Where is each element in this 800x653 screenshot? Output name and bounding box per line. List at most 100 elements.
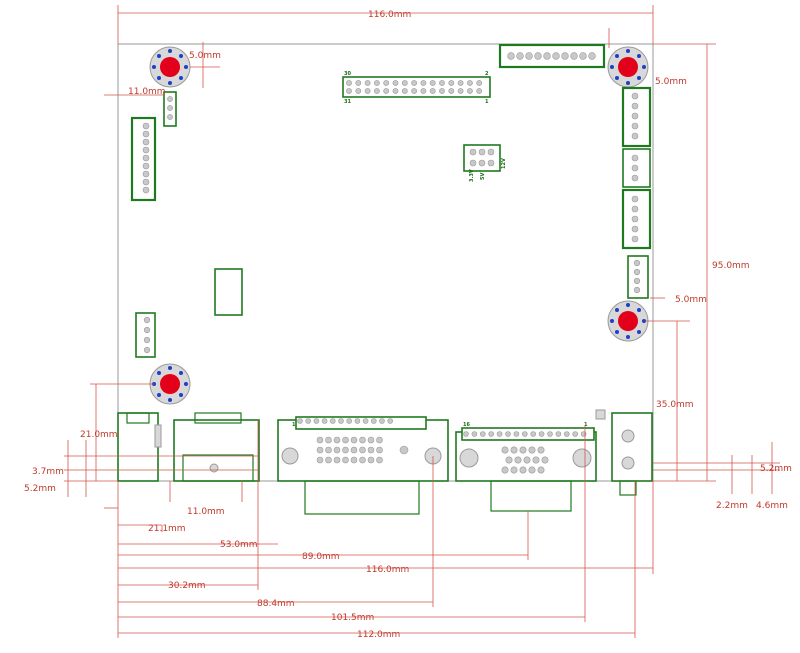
pin	[563, 431, 570, 437]
top-connector	[498, 43, 606, 69]
pin	[342, 446, 349, 454]
dim-top-width: 116.0mm	[368, 10, 411, 20]
pin	[376, 436, 383, 444]
pin	[439, 80, 445, 86]
pin	[329, 418, 336, 424]
pin	[342, 456, 349, 464]
jumper-label-5v: 5V	[480, 173, 486, 180]
pin	[376, 446, 383, 454]
mounting-hole-bottom-left	[149, 363, 191, 405]
jumper-label-3v3: 3.3V	[469, 169, 475, 182]
pin	[572, 431, 579, 437]
pin	[523, 456, 531, 464]
pin	[342, 436, 349, 444]
pin	[387, 418, 394, 424]
pin	[528, 466, 536, 474]
pin	[325, 436, 332, 444]
right-connector-2	[622, 148, 651, 188]
dim-b6: 88.4mm	[257, 599, 295, 609]
pin	[313, 418, 320, 424]
vga-pin-label-1: 1	[584, 422, 588, 428]
pin	[479, 431, 486, 437]
pin	[333, 446, 341, 454]
pin	[448, 80, 455, 86]
pin	[519, 446, 527, 454]
pin	[448, 88, 455, 94]
dvi-pin-label: 1	[292, 422, 296, 428]
pin	[346, 80, 352, 86]
pin	[457, 80, 464, 86]
pin	[367, 446, 375, 454]
pin	[496, 431, 503, 437]
pin	[401, 80, 408, 86]
pin	[316, 436, 324, 444]
pin	[367, 456, 375, 464]
pin	[333, 436, 341, 444]
pin	[530, 431, 537, 437]
pin	[505, 456, 513, 464]
pin	[510, 466, 518, 474]
pin	[316, 446, 324, 454]
vga-pin-label-16: 16	[463, 422, 470, 428]
pin	[547, 431, 553, 437]
pin	[401, 88, 408, 94]
dim-left-small-a: 3.7mm	[32, 467, 64, 477]
header-label-31: 31	[344, 99, 351, 105]
pin	[354, 418, 361, 424]
pin	[376, 456, 383, 464]
mid-left-component	[214, 268, 243, 316]
header-label-2: 2	[485, 71, 489, 77]
pin	[411, 88, 417, 94]
pin	[476, 80, 483, 86]
pin	[429, 88, 436, 94]
pin	[466, 80, 473, 86]
pin	[316, 456, 324, 464]
dim-right-small-a: 5.2mm	[760, 464, 792, 474]
pin	[350, 446, 358, 454]
pin	[541, 456, 549, 464]
right-connector-4	[627, 255, 649, 299]
dim-right-hole: 5.0mm	[675, 295, 707, 305]
vga-connector: 16 1	[455, 422, 597, 512]
dim-right-lower-height: 35.0mm	[656, 400, 694, 410]
dim-b2: 53.0mm	[220, 540, 258, 550]
dim-bottom-small-a: 2.2mm	[716, 501, 748, 511]
pin	[383, 80, 390, 86]
header-label-30: 30	[344, 71, 351, 77]
dim-top-left-hole: 5.0mm	[189, 51, 221, 61]
dim-right-height: 95.0mm	[712, 261, 750, 271]
dim-left-pin-offset: 11.0mm	[128, 87, 166, 97]
bottom-connector-2	[173, 412, 260, 482]
pin	[346, 418, 353, 424]
pin	[510, 446, 518, 454]
pin	[325, 446, 332, 454]
pin	[514, 456, 522, 464]
pin	[370, 418, 377, 424]
pin	[420, 88, 427, 94]
pin	[364, 80, 371, 86]
dvi-connector: 1	[277, 416, 449, 515]
pin	[373, 88, 380, 94]
pin	[350, 456, 358, 464]
pin	[537, 466, 545, 474]
left-small-connector	[163, 91, 177, 127]
mounting-hole-right	[607, 300, 649, 342]
mounting-hole-top-left	[149, 46, 191, 88]
pin	[392, 88, 399, 94]
audio-jack	[595, 409, 653, 496]
pin-header-30: 30 2 31 1	[342, 71, 491, 105]
voltage-jumper: 3.3V 5V 12V	[463, 144, 507, 182]
pin	[501, 466, 509, 474]
pin	[379, 418, 385, 424]
pin	[528, 446, 536, 454]
pin	[555, 431, 562, 437]
pin	[399, 445, 409, 455]
pin	[439, 88, 445, 94]
pin	[350, 436, 358, 444]
right-connector-1	[621, 86, 652, 148]
pin	[471, 431, 478, 437]
pin	[537, 446, 545, 454]
left-long-connector	[130, 116, 157, 202]
dim-left-small-b: 5.2mm	[24, 484, 56, 494]
